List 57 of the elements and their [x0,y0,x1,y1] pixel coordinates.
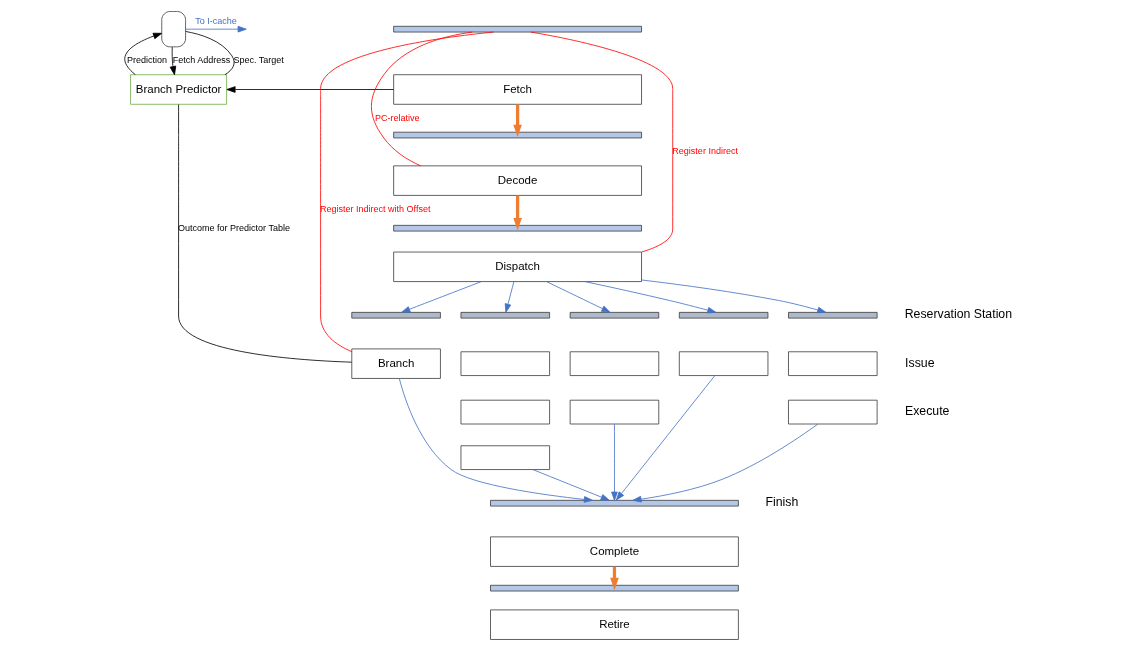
node-bar [393,25,642,33]
arrow [401,281,482,313]
node-bar [678,311,769,319]
node-box [569,399,660,425]
arrow [513,195,522,231]
node-bar [351,311,441,319]
label: Reservation Station [904,307,1013,322]
node-box: Retire [490,609,739,640]
arrow [615,375,716,501]
node-box: Branch Predictor [130,74,227,105]
node-box [788,351,878,376]
edge-label: PC-relative [375,112,420,123]
node-box: Branch [351,348,441,379]
label: Finish [765,495,799,510]
node-box: Fetch [393,74,642,105]
node-box [460,399,550,425]
label: Issue [905,355,935,370]
edge-label: Spec. Target [233,55,284,66]
arrow [546,281,611,313]
arrow [398,378,593,503]
edge-label: Register Indirect [672,146,738,157]
node-bar [393,224,642,232]
node-box: Decode [393,165,642,196]
arrow [124,32,163,75]
arrow [641,279,827,314]
node-bar [490,584,739,592]
node-box [678,351,769,376]
arrow [632,423,819,503]
arrow [226,86,394,93]
connector [320,31,494,353]
connector [371,31,473,167]
node-box [569,351,660,376]
node-bar [393,131,642,139]
edge-label: Fetch Address [172,55,231,66]
arrow [611,423,618,501]
node-box: Complete [490,536,739,567]
arrow [504,281,515,313]
node-bar [460,311,550,319]
node-box [460,445,550,470]
connector [178,104,352,363]
node-box: Dispatch [393,251,642,282]
arrow [532,469,610,501]
connector [185,31,235,76]
arrow [584,281,717,314]
node-bar [788,311,878,319]
edge-label: To I-cache [195,16,237,27]
label: Execute [904,403,950,418]
edge-label: Prediction [126,55,168,66]
node-box [161,11,186,48]
arrow [169,46,177,76]
arrow [185,25,247,33]
node-box [788,399,878,425]
arrow [513,104,522,137]
node-bar [490,499,739,507]
node-bar [569,311,660,319]
node-box [460,351,550,376]
connector [530,31,674,253]
